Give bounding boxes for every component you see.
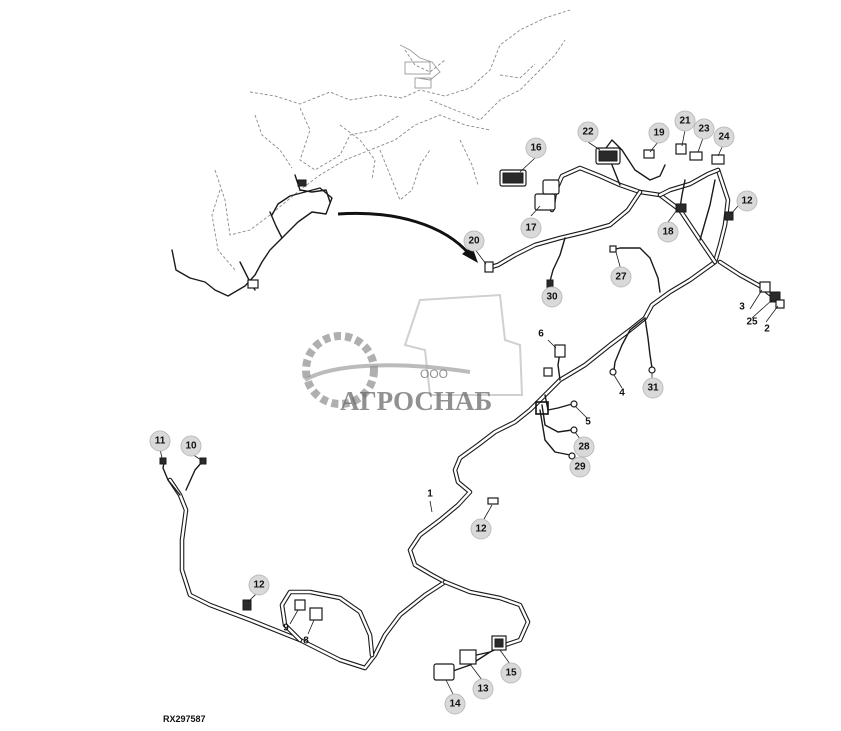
connector-11 [159, 457, 167, 465]
svg-text:19: 19 [653, 128, 665, 139]
overview-harness [171, 174, 333, 297]
callout-28: 28 [573, 436, 595, 458]
connector-2 [775, 299, 785, 309]
svg-text:16: 16 [530, 143, 542, 154]
callout-12b: 12 [470, 518, 492, 540]
connector-14 [433, 663, 455, 681]
figure-reference: RX297587 [163, 714, 206, 724]
callout-12a: 12 [736, 190, 758, 212]
callout-4: 4 [619, 388, 625, 399]
watermark: ООО АГРОСНАБ [302, 293, 524, 416]
svg-text:25: 25 [746, 317, 758, 328]
svg-text:10: 10 [185, 441, 197, 452]
connector-13 [459, 649, 477, 665]
connector-20 [484, 261, 494, 273]
connector-12b [487, 497, 499, 505]
callout-5: 5 [585, 417, 591, 428]
svg-text:12: 12 [741, 196, 753, 207]
callout-8: 8 [303, 636, 309, 647]
svg-text:6: 6 [538, 329, 544, 340]
connector-24 [711, 154, 725, 165]
callout-9: 9 [283, 623, 289, 634]
svg-text:15: 15 [505, 668, 517, 679]
connector-17 [534, 193, 556, 211]
watermark-line2: АГРОСНАБ [340, 386, 492, 416]
connector-3 [759, 281, 771, 293]
callout-22: 22 [577, 121, 599, 143]
callout-10: 10 [180, 435, 202, 457]
callout-15: 15 [500, 662, 522, 684]
svg-text:21: 21 [679, 116, 691, 127]
svg-text:1: 1 [427, 489, 433, 500]
main-harness [159, 139, 785, 681]
callout-12c: 12 [248, 574, 270, 596]
connector-25 [769, 291, 781, 303]
callout-2: 2 [764, 324, 770, 335]
callout-1: 1 [427, 489, 433, 500]
callout-27: 27 [610, 266, 632, 288]
svg-text:29: 29 [574, 462, 586, 473]
callout-6: 6 [538, 329, 544, 340]
svg-text:13: 13 [477, 684, 489, 695]
svg-text:12: 12 [475, 524, 487, 535]
connector-12a [724, 211, 734, 221]
connector-8 [309, 607, 323, 621]
connector-6 [554, 344, 566, 358]
svg-text:28: 28 [578, 442, 590, 453]
svg-text:18: 18 [662, 227, 674, 238]
connector-10 [199, 457, 207, 465]
svg-text:12: 12 [253, 580, 265, 591]
detail-arrow [337, 211, 478, 263]
svg-text:23: 23 [698, 124, 710, 135]
connector-12c [242, 599, 252, 611]
callout-21: 21 [674, 110, 696, 132]
callout-29: 29 [569, 456, 591, 478]
svg-text:11: 11 [155, 436, 166, 447]
callout-20: 20 [463, 230, 485, 252]
callout-25: 25 [746, 317, 758, 328]
callout-24: 24 [713, 126, 735, 148]
svg-text:9: 9 [283, 623, 289, 634]
connector-19 [643, 149, 655, 159]
callout-19: 19 [648, 122, 670, 144]
svg-text:8: 8 [303, 636, 309, 647]
callout-3: 3 [739, 302, 745, 313]
svg-text:3: 3 [739, 302, 745, 313]
connector-18 [675, 203, 687, 213]
callout-16: 16 [525, 137, 547, 159]
connector-23 [689, 151, 703, 161]
connector-9 [294, 599, 306, 611]
callout-23: 23 [693, 118, 715, 140]
svg-text:20: 20 [468, 236, 480, 247]
callout-30: 30 [541, 286, 563, 308]
callout-13: 13 [472, 678, 494, 700]
svg-text:2: 2 [764, 324, 770, 335]
callout-31: 31 [642, 377, 664, 399]
svg-text:24: 24 [718, 132, 730, 143]
svg-text:4: 4 [619, 388, 625, 399]
svg-text:17: 17 [525, 223, 537, 234]
watermark-line1: ООО [420, 367, 448, 381]
svg-text:31: 31 [647, 383, 659, 394]
machine-overview-ghost [211, 9, 571, 271]
callout-14: 14 [444, 693, 466, 715]
connector-21 [675, 143, 687, 155]
svg-text:22: 22 [582, 127, 594, 138]
callout-18: 18 [657, 221, 679, 243]
svg-text:14: 14 [449, 699, 461, 710]
callout-17: 17 [520, 217, 542, 239]
callout-11: 11 [149, 430, 171, 452]
svg-text:27: 27 [615, 272, 627, 283]
svg-text:5: 5 [585, 417, 591, 428]
svg-text:30: 30 [546, 292, 558, 303]
